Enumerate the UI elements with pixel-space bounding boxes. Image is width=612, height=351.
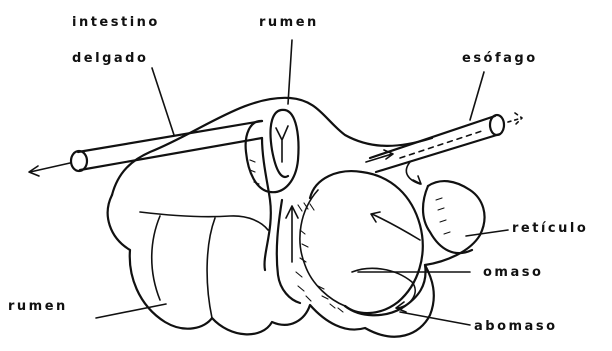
label-delgado: delgado (72, 51, 148, 66)
label-omaso: omaso (483, 265, 543, 280)
rumen-loop-y (276, 126, 288, 162)
leader-intestino (152, 68, 174, 135)
label-rumen-top: rumen (259, 15, 319, 30)
esophagus-groove-arrow (406, 162, 421, 184)
leader-esofago (470, 72, 484, 120)
rumen-left-lobe-divider (140, 212, 268, 230)
esophagus-flow-arrow (366, 150, 393, 162)
rumen-loop (246, 110, 299, 192)
reticulo-arrow (371, 212, 420, 240)
omaso-body (310, 171, 423, 313)
abomaso-inner-arrow (352, 268, 415, 312)
reticulo-body (423, 186, 472, 253)
intestine-tube-top (78, 121, 262, 152)
leader-reticulo (466, 230, 508, 236)
leader-rumen-top (288, 40, 292, 104)
leader-abomaso (400, 312, 470, 325)
label-reticulo: retículo (512, 221, 588, 236)
rumen-up-arrow (286, 206, 298, 262)
esophagus-opening (490, 115, 504, 135)
label-intestino: intestino (72, 15, 160, 30)
rumen-left-lobe-lower (152, 216, 215, 318)
intestine-opening (71, 151, 87, 171)
esophagus-entry-dashes (508, 113, 522, 124)
label-rumen-bottom: rumen (8, 299, 68, 314)
rumen-loop-lower (262, 138, 271, 270)
esophagus-tube-bottom (376, 134, 500, 172)
label-esofago: esófago (462, 51, 538, 66)
stomach-outline (108, 181, 485, 337)
label-abomaso: abomaso (474, 319, 558, 334)
